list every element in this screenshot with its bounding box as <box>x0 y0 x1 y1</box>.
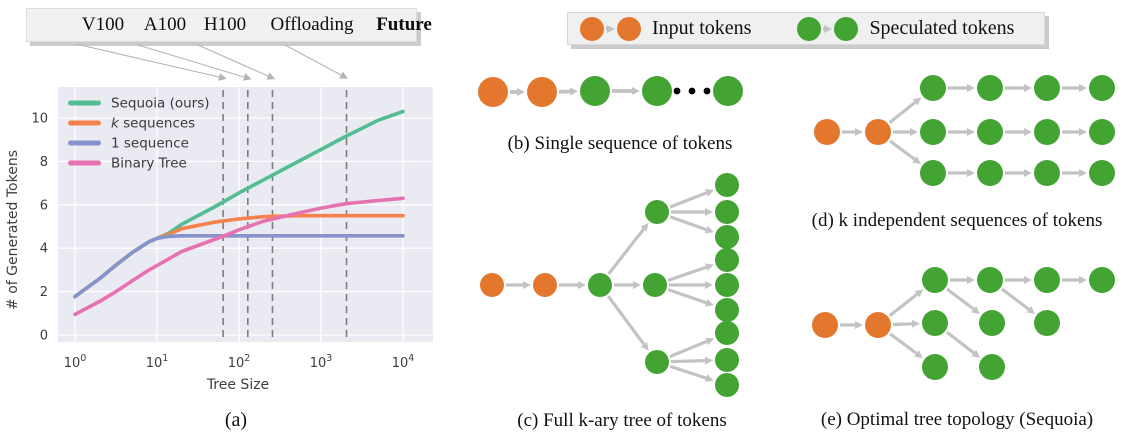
svg-text:Tree Size: Tree Size <box>206 377 269 393</box>
hardware-label-h100: H100 <box>203 14 247 35</box>
input-tokens-label: Input tokens <box>652 17 752 39</box>
caption-b: (b) Single sequence of tokens <box>507 133 733 154</box>
svg-text:102: 102 <box>228 353 251 371</box>
svg-text:104: 104 <box>392 353 415 371</box>
hardware-label-a100: A100 <box>143 14 187 35</box>
svg-text:0: 0 <box>40 329 48 344</box>
svg-text:103: 103 <box>310 353 333 371</box>
caption-e: (e) Optimal tree topology (Sequoia) <box>820 409 1094 430</box>
svg-text:100: 100 <box>64 353 87 371</box>
panel-d-k-sequences <box>814 75 1115 186</box>
speculated-tokens-icon <box>797 16 859 41</box>
svg-text:6: 6 <box>40 198 48 213</box>
speculated-tokens-label: Speculated tokens <box>869 17 1015 39</box>
panel-e-optimal-tree <box>812 267 1115 380</box>
svg-text:k sequences: k sequences <box>111 116 195 132</box>
token-type-legend: Input tokens Speculated tokens <box>567 12 1045 45</box>
svg-text:101: 101 <box>146 353 169 371</box>
svg-text:2: 2 <box>40 285 48 300</box>
caption-c: (c) Full k-ary tree of tokens <box>517 410 727 431</box>
svg-text:8: 8 <box>40 155 48 170</box>
hardware-arrows <box>75 43 349 81</box>
svg-text:4: 4 <box>40 242 48 257</box>
svg-text:# of Generated Tokens: # of Generated Tokens <box>5 150 21 310</box>
caption-a: (a) <box>224 409 248 431</box>
hardware-label-v100: V100 <box>81 14 125 35</box>
hardware-label-offloading: Offloading <box>270 14 354 35</box>
caption-d: (d) k independent sequences of tokens <box>811 210 1103 231</box>
svg-text:Binary Tree: Binary Tree <box>111 156 187 172</box>
svg-text:Sequoia (ours): Sequoia (ours) <box>111 96 210 112</box>
svg-text:10: 10 <box>31 112 48 127</box>
svg-text:1 sequence: 1 sequence <box>111 136 189 152</box>
hardware-label-box: V100 A100 H100 Offloading Future <box>26 8 432 42</box>
hardware-label-future: Future <box>376 14 432 35</box>
panel-b-single-sequence <box>478 76 743 107</box>
panel-c-kary-tree <box>480 173 739 397</box>
input-tokens-icon <box>580 16 641 41</box>
